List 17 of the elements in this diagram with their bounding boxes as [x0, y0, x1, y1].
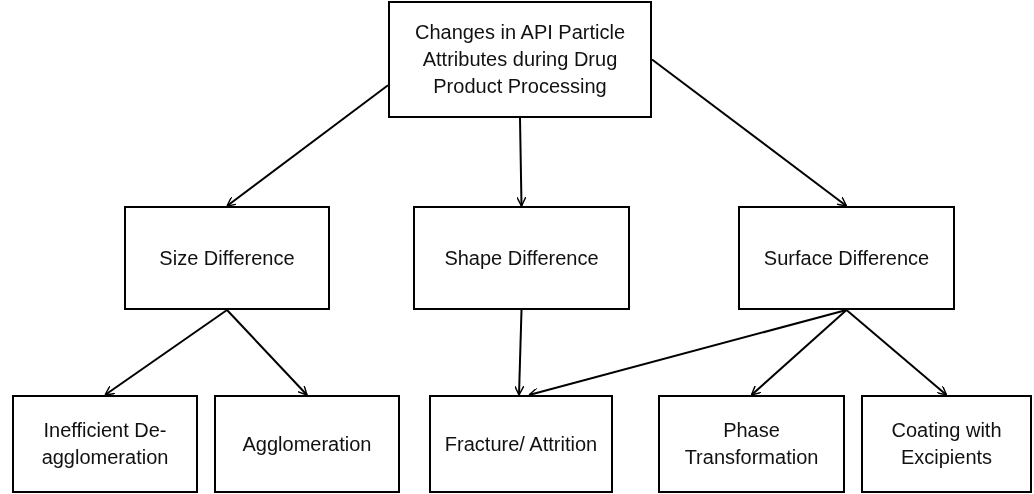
category-box: Phase Transformation	[658, 395, 845, 493]
category-box: Shape Difference	[413, 206, 630, 310]
arrow	[226, 84, 389, 207]
category-box: Size Difference	[124, 206, 330, 310]
arrow	[226, 309, 308, 396]
category-box: Fracture/ Attrition	[429, 395, 613, 493]
arrow	[516, 117, 527, 207]
category-box: Coating with Excipients	[861, 395, 1032, 493]
root-box: Changes in API Particle Attributes during Drug Product Processing	[388, 1, 652, 118]
arrow	[514, 309, 525, 396]
category-box: Inefficient De-agglomeration	[12, 395, 198, 493]
category-box: Surface Difference	[738, 206, 955, 310]
arrow	[750, 309, 848, 396]
category-box: Agglomeration	[214, 395, 400, 493]
arrow	[651, 58, 848, 207]
arrow	[104, 309, 228, 396]
arrow	[845, 309, 948, 396]
